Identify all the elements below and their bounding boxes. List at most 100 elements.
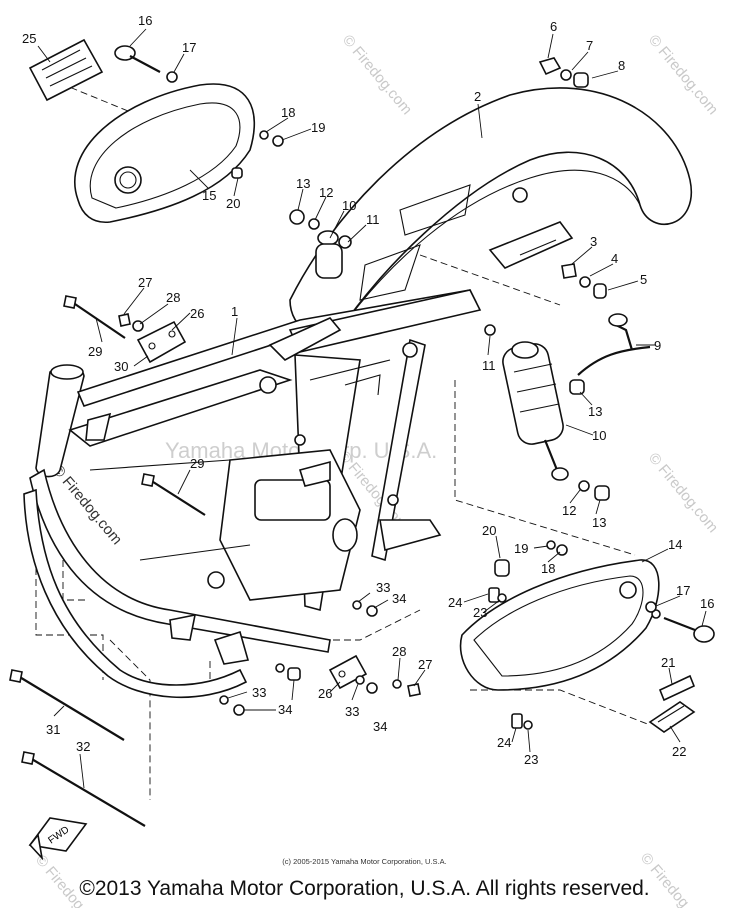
nut-34 (366, 682, 378, 694)
callout-label: 13 (296, 176, 310, 191)
frame-cross-line (89, 459, 231, 471)
leader-line (495, 535, 501, 559)
callout-label: 11 (482, 358, 496, 373)
bracket-plate (328, 654, 368, 690)
callout-label: 24 (448, 595, 462, 610)
mount-tab (85, 412, 112, 441)
pivot-boss (332, 518, 358, 552)
bolt-27 (118, 313, 131, 327)
frame-boss (294, 434, 306, 446)
plate-22-rib (657, 705, 685, 723)
callout-label: 1 (231, 304, 238, 319)
callout-label: 3 (590, 234, 597, 249)
shock-top-eye (511, 341, 539, 359)
leader-line (547, 33, 554, 59)
washer-11 (484, 324, 496, 336)
callout-label: 27 (418, 657, 432, 672)
callout-label: 21 (661, 655, 675, 670)
bracket-detail (519, 239, 557, 256)
leader-line (477, 103, 483, 139)
bolt-head (9, 669, 23, 683)
callout-label: 10 (342, 198, 356, 213)
callout-label: 33 (376, 580, 390, 595)
nut-34 (366, 605, 378, 617)
bracket-21 (658, 674, 696, 702)
washer-28 (392, 679, 402, 689)
leader-line (595, 499, 601, 515)
dashed-guide (109, 639, 151, 800)
washer-12 (578, 480, 590, 492)
leader-line (227, 691, 248, 699)
leader-line (173, 53, 185, 73)
washer-33 (219, 695, 229, 705)
bolts (9, 295, 206, 827)
callout-label: 10 (592, 428, 606, 443)
fender-panel (399, 184, 471, 236)
callout-label: 6 (550, 19, 557, 34)
callout-label: 15 (202, 188, 216, 203)
callout-label: 23 (524, 752, 538, 767)
frame-boss (402, 342, 418, 358)
leader-line (607, 280, 639, 291)
washer-7 (560, 69, 572, 81)
frame-boss (387, 494, 399, 506)
bolt-29-lower (149, 479, 206, 516)
leader-line (314, 196, 327, 221)
mount-tab (213, 630, 250, 665)
callout-label: 8 (618, 58, 625, 73)
dashed-guide (454, 380, 636, 556)
leader-line (413, 669, 426, 687)
fwd-arrow-tip (28, 833, 44, 861)
callout-label: 26 (318, 686, 332, 701)
bracket-plate (136, 320, 187, 364)
mount-tab (169, 613, 197, 641)
shock-upper-body (315, 243, 343, 279)
gusset (379, 519, 442, 552)
shock-bottom-eye (551, 467, 569, 481)
grab-bar (577, 313, 651, 376)
nut-34 (233, 704, 245, 716)
leader-line (233, 177, 239, 197)
leader-line (579, 391, 593, 406)
screw-23 (523, 720, 533, 730)
leader-line (133, 355, 149, 367)
leader-line (123, 287, 145, 315)
leader-line (351, 683, 359, 701)
shock-spring-line (519, 403, 560, 413)
leader-line (641, 548, 669, 563)
grommet-19 (272, 135, 284, 147)
clip-24 (488, 587, 500, 603)
frame-cross-line (344, 374, 381, 396)
leader-line (655, 595, 681, 607)
nut-6 (538, 57, 562, 76)
copyright-small-print: (c) 2005-2015 Yamaha Motor Corporation, … (282, 857, 447, 866)
collar-5 (593, 283, 607, 299)
collar-8 (573, 72, 589, 88)
washer-33 (352, 600, 362, 610)
knob-head (693, 625, 715, 643)
down-tube-lower (23, 488, 248, 699)
cover-emblem (114, 166, 142, 194)
grommet-20 (231, 167, 243, 179)
watermark-site: © Firedog.com (339, 32, 415, 118)
leader-line (281, 128, 312, 141)
callout-label: 28 (392, 644, 406, 659)
bracket-hole (148, 342, 156, 350)
dashed-guide (470, 689, 651, 726)
dashed-guide (300, 609, 421, 641)
leader-line (177, 469, 191, 495)
leader-line (463, 593, 489, 603)
callout-label: 19 (514, 541, 528, 556)
right-side-cover-rim (473, 575, 644, 677)
leader-line (79, 753, 85, 789)
leader-line (571, 246, 593, 265)
fender-bracket (488, 221, 574, 269)
leader-line (265, 117, 289, 133)
collar-13 (289, 209, 305, 225)
callout-label: 34 (392, 591, 406, 606)
leader-lines (37, 28, 707, 789)
rear-down-tube (371, 338, 426, 562)
frame-cross-line (309, 359, 391, 381)
collar-13 (594, 485, 610, 501)
washer-17 (645, 601, 657, 613)
